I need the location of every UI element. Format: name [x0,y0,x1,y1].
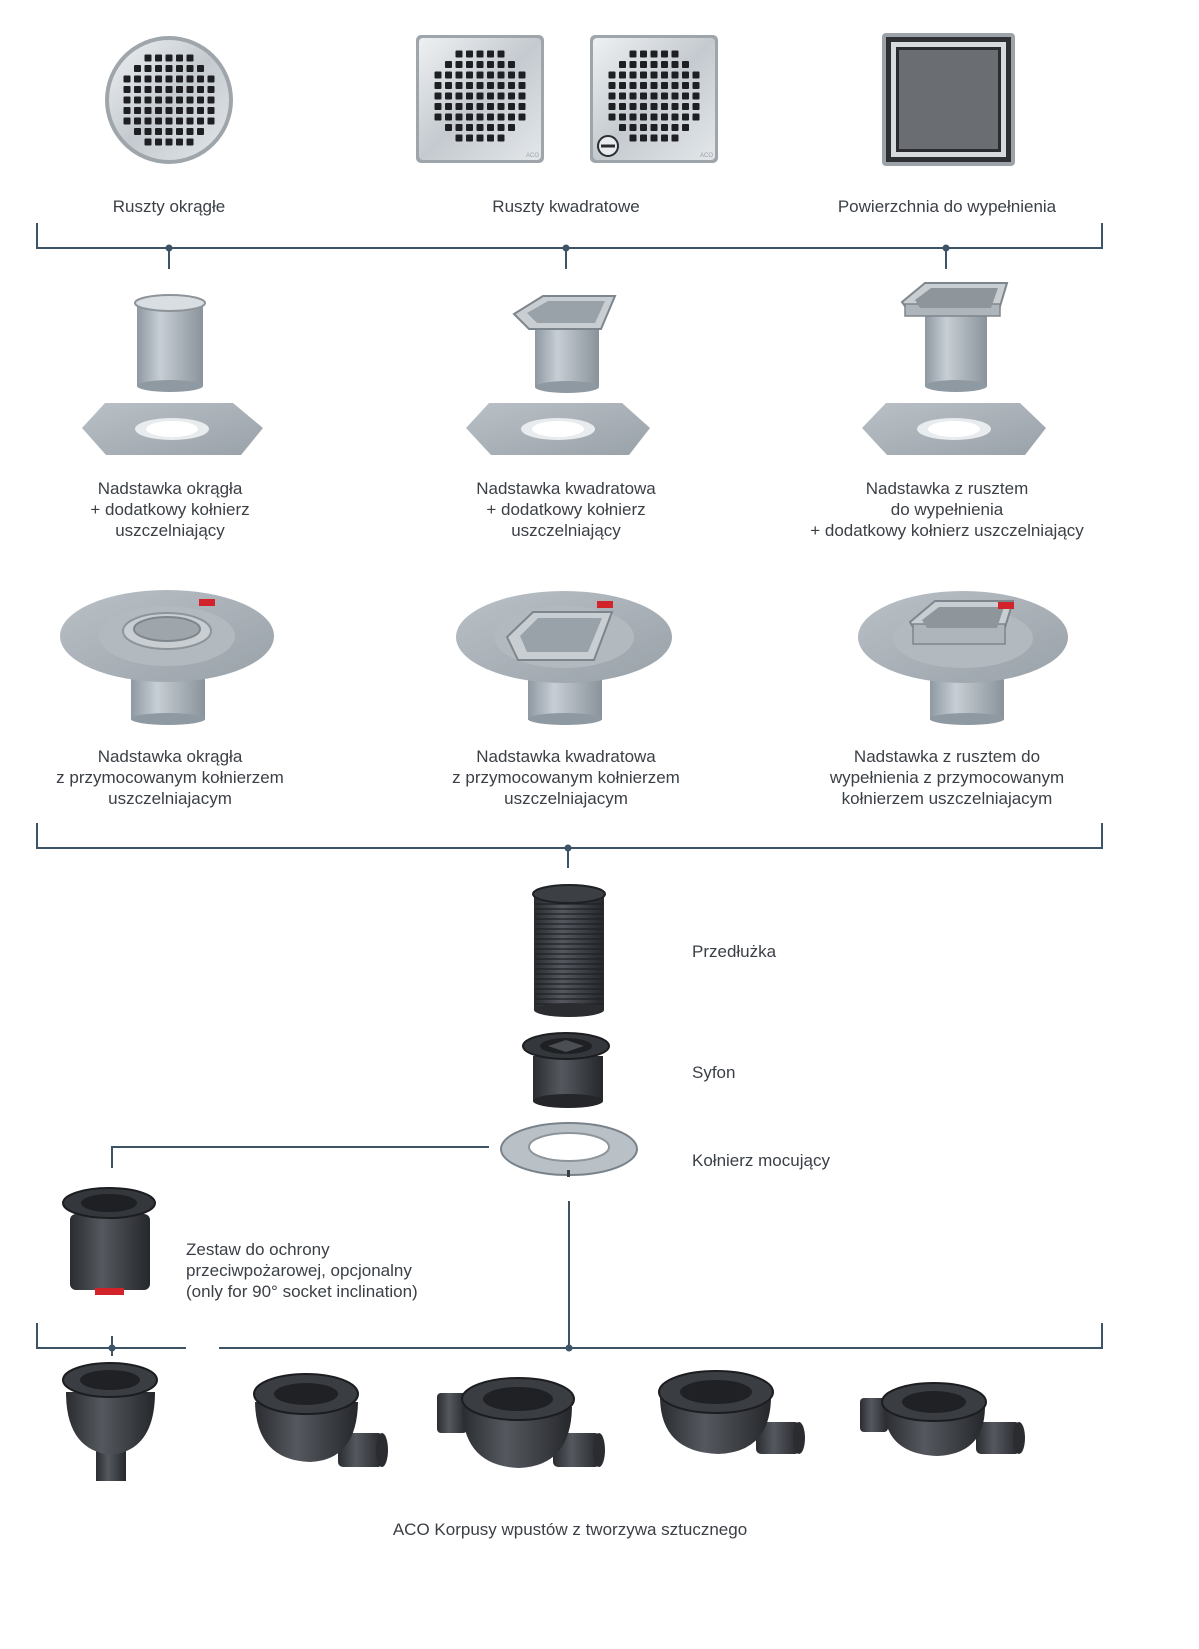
bodies-caption: ACO Korpusy wpustów z tworzywa sztuczneg… [370,1519,770,1540]
label-line: kołnierzem uszczelniajacym [841,789,1053,808]
trap-insert [522,1032,610,1108]
square-grate [416,35,544,163]
round-upstand [82,294,263,455]
round-grate [105,36,233,164]
label-line: Nadstawka z rusztem [865,479,1029,498]
label-trap: Syfon [692,1062,735,1083]
label-fixing-flange: Kołnierz mocujący [692,1150,830,1171]
grate-mark: ACO [700,153,713,159]
drain-body-horizontal-2 [437,1377,605,1468]
label-square-upstand: Nadstawka kwadratowa + dodatkowy kołnier… [446,478,686,541]
label-round-grates: Ruszty okrągłe [69,196,269,217]
label-line: wypełnienia z przymocowanym [829,768,1065,787]
label-line: z przymocowanym kołnierzem [452,768,680,787]
label-line: przeciwpożarowej, opcjonalny [186,1261,412,1280]
label-line: Zestaw do ochrony [186,1240,330,1259]
label-line: uszczelniający [511,521,621,540]
round-flanged-upstand [60,590,274,725]
label-square-grates: Ruszty kwadratowe [446,196,686,217]
tile-insert-grate [882,33,1015,166]
label-fire-kit: Zestaw do ochrony przeciwpożarowej, opcj… [186,1239,418,1302]
fire-protection-kit [62,1187,156,1295]
tile-upstand [862,282,1046,455]
label-tile-upstand: Nadstawka z rusztem do wypełnienia + dod… [797,478,1097,541]
connector-fire-kit [111,1146,570,1348]
label-line: uszczelniajacym [504,789,628,808]
drain-body-horizontal-4 [860,1382,1025,1456]
label-line: + dodatkowy kołnierz uszczelniający [810,521,1084,540]
label-extension: Przedłużka [692,941,776,962]
connector-top [36,223,1103,269]
square-flanged-upstand [456,591,672,725]
drain-body-vertical [62,1362,158,1481]
label-round-upstand: Nadstawka okrągła + dodatkowy kołnierz u… [50,478,290,541]
grate-mark: ACO [526,153,539,159]
drain-body-horizontal-1 [253,1373,388,1467]
bodies-caption-text: ACO Korpusy wpustów z tworzywa sztuczneg… [392,1520,748,1539]
drain-body-horizontal-3 [658,1370,805,1454]
fixing-flange [500,1122,638,1177]
extension-pipe [532,884,606,1017]
label-square-flanged: Nadstawka kwadratowa z przymocowanym koł… [436,746,696,809]
label-line: (only for 90° socket inclination) [186,1282,418,1301]
label-extension-text: Przedłużka [692,942,777,961]
tile-flanged-upstand [858,591,1068,725]
label-tile-flanged: Nadstawka z rusztem do wypełnienia z prz… [812,746,1082,809]
square-upstand [466,295,650,455]
label-round-flanged: Nadstawka okrągła z przymocowanym kołnie… [40,746,300,809]
label-line: Nadstawka okrągła [97,747,243,766]
label-line: do wypełnienia [890,500,1004,519]
label-line: + dodatkowy kołnierz [90,500,250,519]
label-tile-insert: Powierzchnia do wypełnienia [817,196,1077,217]
label-line: + dodatkowy kołnierz [486,500,646,519]
square-grate-with-lock [590,35,718,163]
label-line: Nadstawka z rusztem do [853,747,1041,766]
label-line: z przymocowanym kołnierzem [56,768,284,787]
label-line: uszczelniający [115,521,225,540]
label-line: Nadstawka okrągła [97,479,243,498]
label-line: uszczelniajacym [108,789,232,808]
label-trap-text: Syfon [692,1063,736,1082]
label-tile-insert-text: Powierzchnia do wypełnienia [837,197,1057,216]
label-fixing-flange-text: Kołnierz mocujący [692,1151,830,1170]
label-line: Nadstawka kwadratowa [476,479,656,498]
label-square-grates-text: Ruszty kwadratowe [492,197,640,216]
label-round-grates-text: Ruszty okrągłe [112,197,226,216]
label-line: Nadstawka kwadratowa [476,747,656,766]
